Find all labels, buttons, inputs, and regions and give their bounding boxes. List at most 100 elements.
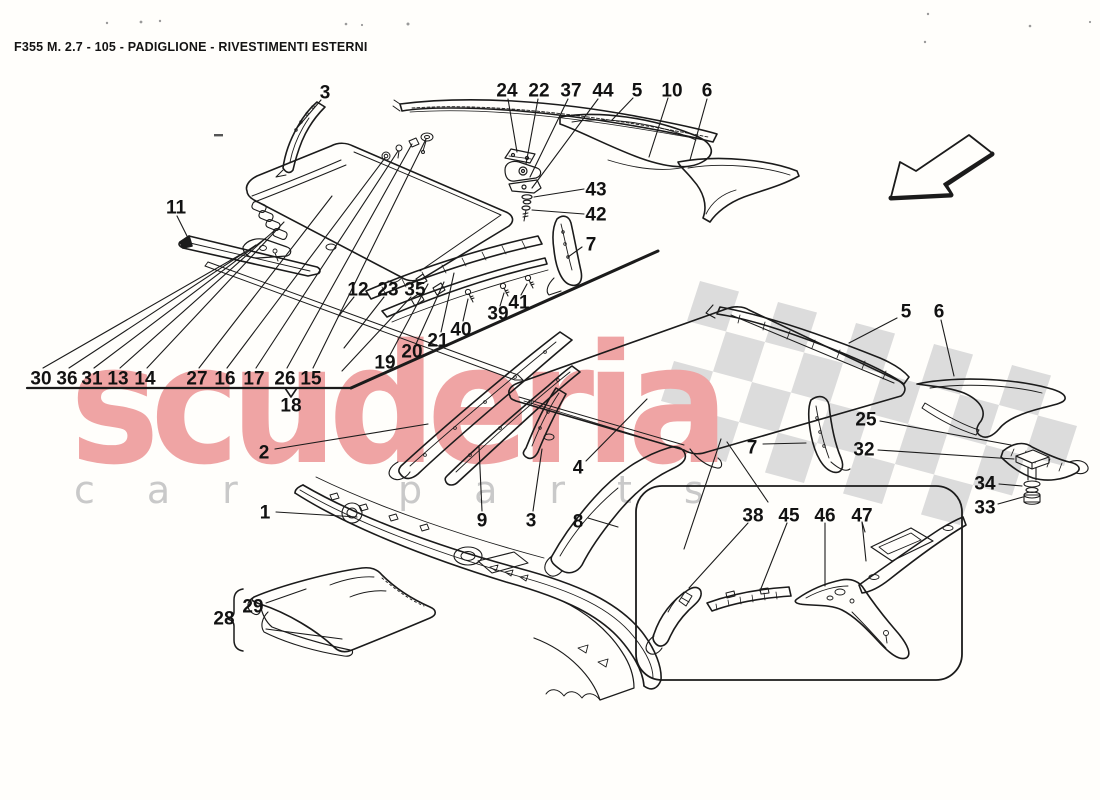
leader-line-11 [176,215,188,237]
leader-line-3 [296,99,322,129]
part-a-pillar-trim-left [388,331,573,481]
brace-28 [227,588,244,652]
leader-line-14 [146,221,285,369]
leader-line-41 [520,283,528,296]
leader-line-44 [531,98,599,189]
part-pillar-junction-right [794,578,910,660]
callout-12: 12 [347,280,368,301]
leader-lines [42,97,1024,640]
leader-line-39 [499,292,505,307]
leader-line-34 [998,483,1023,487]
callout-41: 41 [508,293,530,314]
callout-19: 19 [374,353,395,374]
scan-noise-dots [105,12,1092,137]
leader-line-2 [274,423,429,450]
leader-line-47 [861,521,867,562]
checker-tile [765,432,817,483]
checker-tile [921,344,973,395]
part-roof-storage-cover [247,566,437,657]
screw-icons-rear-rail [464,274,535,303]
callout-13: 13 [107,369,128,390]
callout-31: 31 [81,369,103,390]
leader-line-25 [879,420,1012,446]
checker-tile [713,331,765,382]
leader-line-30 [42,251,246,369]
leader-line-8 [587,517,619,528]
checker-tile [999,365,1051,416]
leader-line-12 [337,296,355,318]
leader-line-42 [531,209,585,215]
callout-28: 28 [213,609,234,630]
watermark-word-parts: parts [398,468,756,512]
callout-43: 43 [585,180,606,201]
callout-45: 45 [778,506,800,527]
callout-32: 32 [853,440,874,461]
callout-38: 38 [742,506,763,527]
scan-dash [214,134,223,137]
callout-46: 46 [814,506,835,527]
callout-34: 34 [974,474,996,495]
leader-line-20 [415,281,445,345]
callout-6: 6 [702,81,713,102]
leader-line-5 [848,317,898,344]
part-header-trim-long [204,261,524,381]
leader-line-16 [226,157,386,369]
leader-line-7 [762,442,807,445]
part-roof-latch-hardware [504,148,542,222]
group-bracket-line-18 [25,249,660,398]
callout-11: 11 [166,198,187,219]
callout-7: 7 [747,438,758,459]
part-cantrail-trim [544,446,687,577]
watermark-word-car: car [74,468,290,512]
callout-42: 42 [585,205,606,226]
callout-8: 8 [573,512,584,533]
part-sail-panel-coupe [916,378,1066,438]
leader-line-27 [198,195,333,369]
checker-tile [947,394,999,445]
page-title: F355 M. 2.7 - 105 - PADIGLIONE - RIVESTI… [14,40,368,54]
callout-26: 26 [274,369,295,390]
callout-30: 30 [30,369,51,390]
leader-line-13 [119,229,276,369]
part-b-pillar-trim-targa [546,215,583,296]
leader-line-6 [689,98,708,161]
leader-line-23 [343,296,385,349]
part-windscreen-frame [294,476,662,701]
part-sail-panel-outer [677,157,800,223]
part-rail-segment-mid [706,586,792,612]
checker-tile [895,424,947,475]
checker-tile [921,474,973,525]
callout-21: 21 [427,331,449,352]
callout-39: 39 [487,304,508,325]
leader-line-26 [286,143,413,369]
leader-line-21 [440,272,455,333]
callout-15: 15 [300,369,322,390]
callout-24: 24 [496,81,518,102]
leader-line-40 [462,298,469,322]
leader-line-28 [265,628,343,640]
inset-connector-lines [683,438,769,550]
part-rear-blade-panel [392,99,718,143]
leader-line-38 [688,522,749,589]
leader-line-10 [648,97,669,158]
part-roof-fasteners-top [381,132,434,161]
checker-tile [765,302,817,353]
leader-line-19 [389,283,429,356]
part-roof-panel-targa [245,142,514,283]
leader-line-1 [275,511,358,518]
callout-44: 44 [592,81,614,102]
part-fastener-stack [242,201,292,262]
checker-tile [739,382,791,433]
leader-line-29 [265,588,307,604]
leader-line-32 [877,449,1015,460]
leader-line-17 [255,150,399,369]
leader-line-9 [478,446,483,512]
leader-line-24 [507,98,518,153]
callout-6: 6 [934,302,945,323]
leader-line-37 [529,98,569,178]
leader-line-5 [611,97,634,121]
part-a-pillar-trim-targa [275,101,326,178]
checker-tile [869,373,921,424]
